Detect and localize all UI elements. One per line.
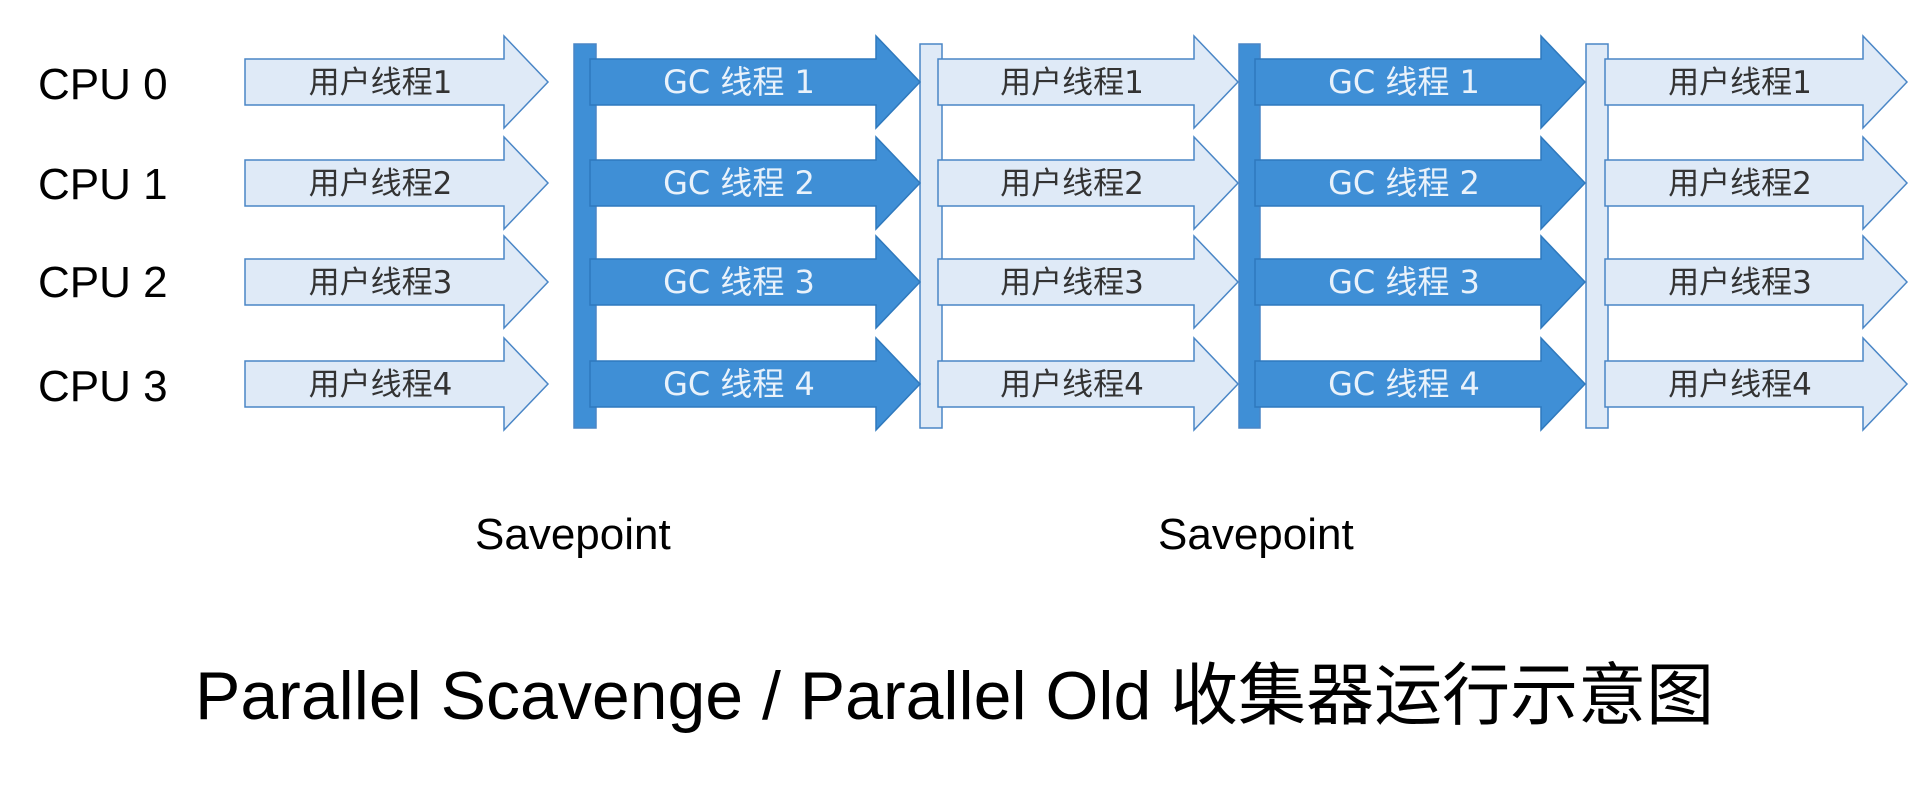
gc-thread-arrow-2-2 xyxy=(589,135,922,231)
savepoint-label-1: Savepoint xyxy=(475,510,671,559)
user-thread-label-3-2: 用户线程2 xyxy=(1000,166,1144,202)
user-thread-arrow-1-1 xyxy=(244,34,550,130)
user-thread-arrow-3-1 xyxy=(937,34,1240,130)
user-thread-label-1-3: 用户线程3 xyxy=(309,265,453,301)
cpu-label-3: CPU 3 xyxy=(38,362,168,411)
user-thread-arrow-1-4 xyxy=(244,336,550,432)
gc-thread-label-4-1: GC 线程 1 xyxy=(1328,63,1480,101)
cpu-label-2: CPU 2 xyxy=(38,258,168,307)
gc-thread-label-4-4: GC 线程 4 xyxy=(1328,365,1480,403)
thread-arrows: 用户线程1 用户线程2 用户线程3 用户线程4 GC 线程 1 GC 线程 2 GC 线程 … xyxy=(244,34,1909,432)
cpu-label-0: CPU 0 xyxy=(38,60,168,109)
gc-thread-arrow-4-1 xyxy=(1254,34,1587,130)
gc-thread-label-2-4: GC 线程 4 xyxy=(663,365,815,403)
savepoint-label-2: Savepoint xyxy=(1158,510,1354,559)
gc-thread-arrow-4-3 xyxy=(1254,234,1587,330)
diagram-title: Parallel Scavenge / Parallel Old 收集器运行示意… xyxy=(195,658,1715,734)
resume-bar-2 xyxy=(919,43,943,429)
user-thread-label-5-3: 用户线程3 xyxy=(1668,265,1812,301)
user-thread-label-1-4: 用户线程4 xyxy=(309,367,453,403)
user-thread-label-3-1: 用户线程1 xyxy=(1000,65,1144,101)
user-thread-label-3-4: 用户线程4 xyxy=(1000,367,1144,403)
stop-bar-3 xyxy=(1238,43,1261,429)
cpu-label-1: CPU 1 xyxy=(38,160,168,209)
gc-thread-arrow-2-1 xyxy=(589,34,922,130)
gc-thread-label-2-1: GC 线程 1 xyxy=(663,63,815,101)
gc-thread-label-4-3: GC 线程 3 xyxy=(1328,263,1480,301)
gc-thread-arrow-4-2 xyxy=(1254,135,1587,231)
user-thread-label-1-1: 用户线程1 xyxy=(309,65,453,101)
user-thread-arrow-5-3 xyxy=(1604,234,1909,330)
gc-thread-label-2-2: GC 线程 2 xyxy=(663,164,815,202)
gc-thread-label-2-3: GC 线程 3 xyxy=(663,263,815,301)
stop-bar-1 xyxy=(573,43,597,429)
user-thread-arrow-3-4 xyxy=(937,336,1240,432)
user-thread-arrow-5-2 xyxy=(1604,135,1909,231)
gc-thread-arrow-2-3 xyxy=(589,234,922,330)
gc-thread-label-4-2: GC 线程 2 xyxy=(1328,164,1480,202)
user-thread-arrow-1-3 xyxy=(244,234,550,330)
user-thread-label-1-2: 用户线程2 xyxy=(309,166,453,202)
gc-thread-arrow-4-4 xyxy=(1254,336,1587,432)
resume-bar-4 xyxy=(1585,43,1609,429)
user-thread-arrow-5-4 xyxy=(1604,336,1909,432)
gc-thread-arrow-2-4 xyxy=(589,336,922,432)
user-thread-arrow-5-1 xyxy=(1604,34,1909,130)
user-thread-arrow-3-2 xyxy=(937,135,1240,231)
user-thread-arrow-3-3 xyxy=(937,234,1240,330)
user-thread-label-5-2: 用户线程2 xyxy=(1668,166,1812,202)
user-thread-label-5-1: 用户线程1 xyxy=(1668,65,1812,101)
user-thread-arrow-1-2 xyxy=(244,135,550,231)
user-thread-label-3-3: 用户线程3 xyxy=(1000,265,1144,301)
user-thread-label-5-4: 用户线程4 xyxy=(1668,367,1812,403)
